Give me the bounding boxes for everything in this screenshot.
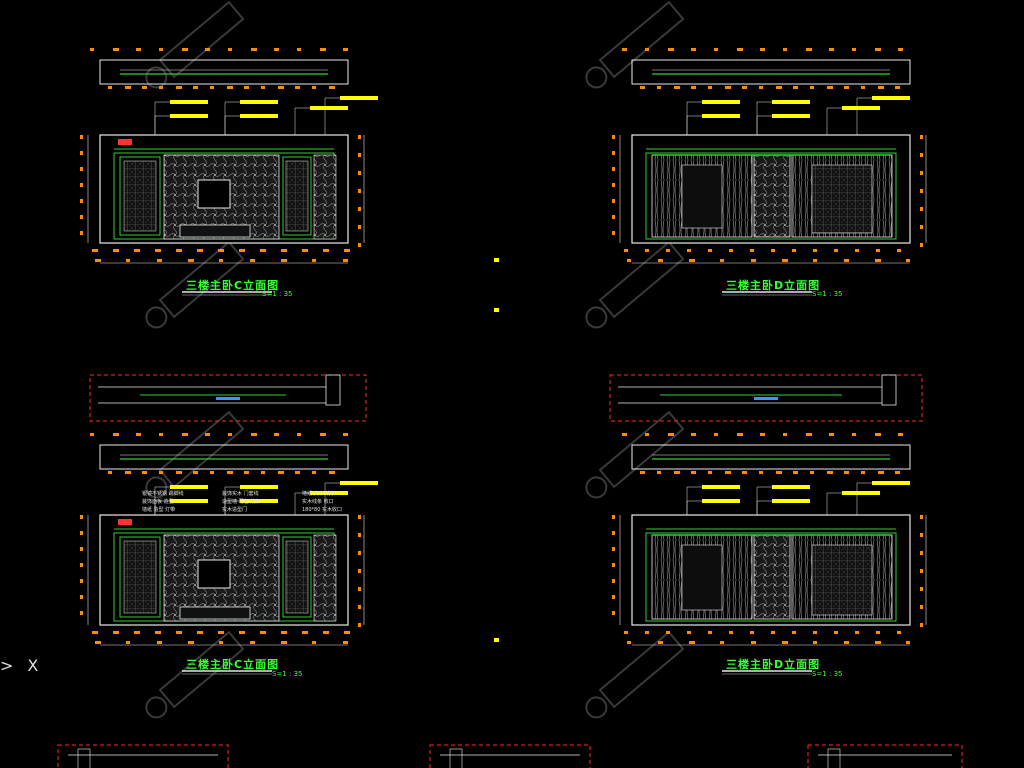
material-annotation: 银镜不锈钢 踢脚线 [142,491,184,497]
elevation-drawing-tl[interactable] [80,48,378,296]
drawing-scale-tr: S=1 : 35 [812,290,843,298]
material-label-bars [154,481,378,520]
drawing-title-bl: 三楼主卧C立面图 [186,658,280,671]
elevation-frame [99,514,349,626]
ucs-axis-icon: >X [0,656,39,675]
material-annotation: 墙纸 实木 线条 [302,491,336,497]
drawing-title-tr: 三楼主卧D立面图 [726,279,821,292]
material-label-bars [686,96,910,140]
elevation-drawing-br[interactable] [612,433,927,675]
dimension-chains [80,515,365,646]
material-label-bars [154,96,378,140]
partial-drawings-bottom [57,744,963,768]
material-annotation: 180*80 实木收口 [302,507,342,513]
dimension-chains [80,135,365,264]
material-annotation: 实木线条 收口 [302,499,334,505]
drawing-title-tl: 三楼主卧C立面图 [186,279,280,292]
elevation-frame [99,134,349,244]
material-annotation: 墙纸 造型 灯带 [142,507,176,513]
elevation-frame [631,514,911,626]
drawing-scale-tl: S=1 : 35 [262,290,293,298]
material-annotation: 实木造型门 [222,507,248,513]
material-annotation: 装饰面板 造型 [142,499,174,505]
section-strips [89,374,923,422]
ceiling-section [90,48,349,89]
material-label-bars [686,481,910,520]
material-annotation: 装饰实木 门套线 [222,491,259,497]
elevation-drawing-tr[interactable] [612,48,927,296]
material-annotation: 造型墙 硬包 线条 [222,499,261,505]
dimension-chains [612,515,927,646]
drawing-title-br: 三楼主卧D立面图 [726,658,821,671]
elevation-drawing-bl[interactable] [80,433,378,675]
dimension-chains [612,135,927,264]
ceiling-section [622,433,911,474]
ceiling-section [622,48,911,89]
drawing-scale-bl: S=1 : 35 [272,670,303,678]
ceiling-section [90,433,349,474]
elevation-frame [631,134,911,244]
drawing-scale-br: S=1 : 35 [812,670,843,678]
